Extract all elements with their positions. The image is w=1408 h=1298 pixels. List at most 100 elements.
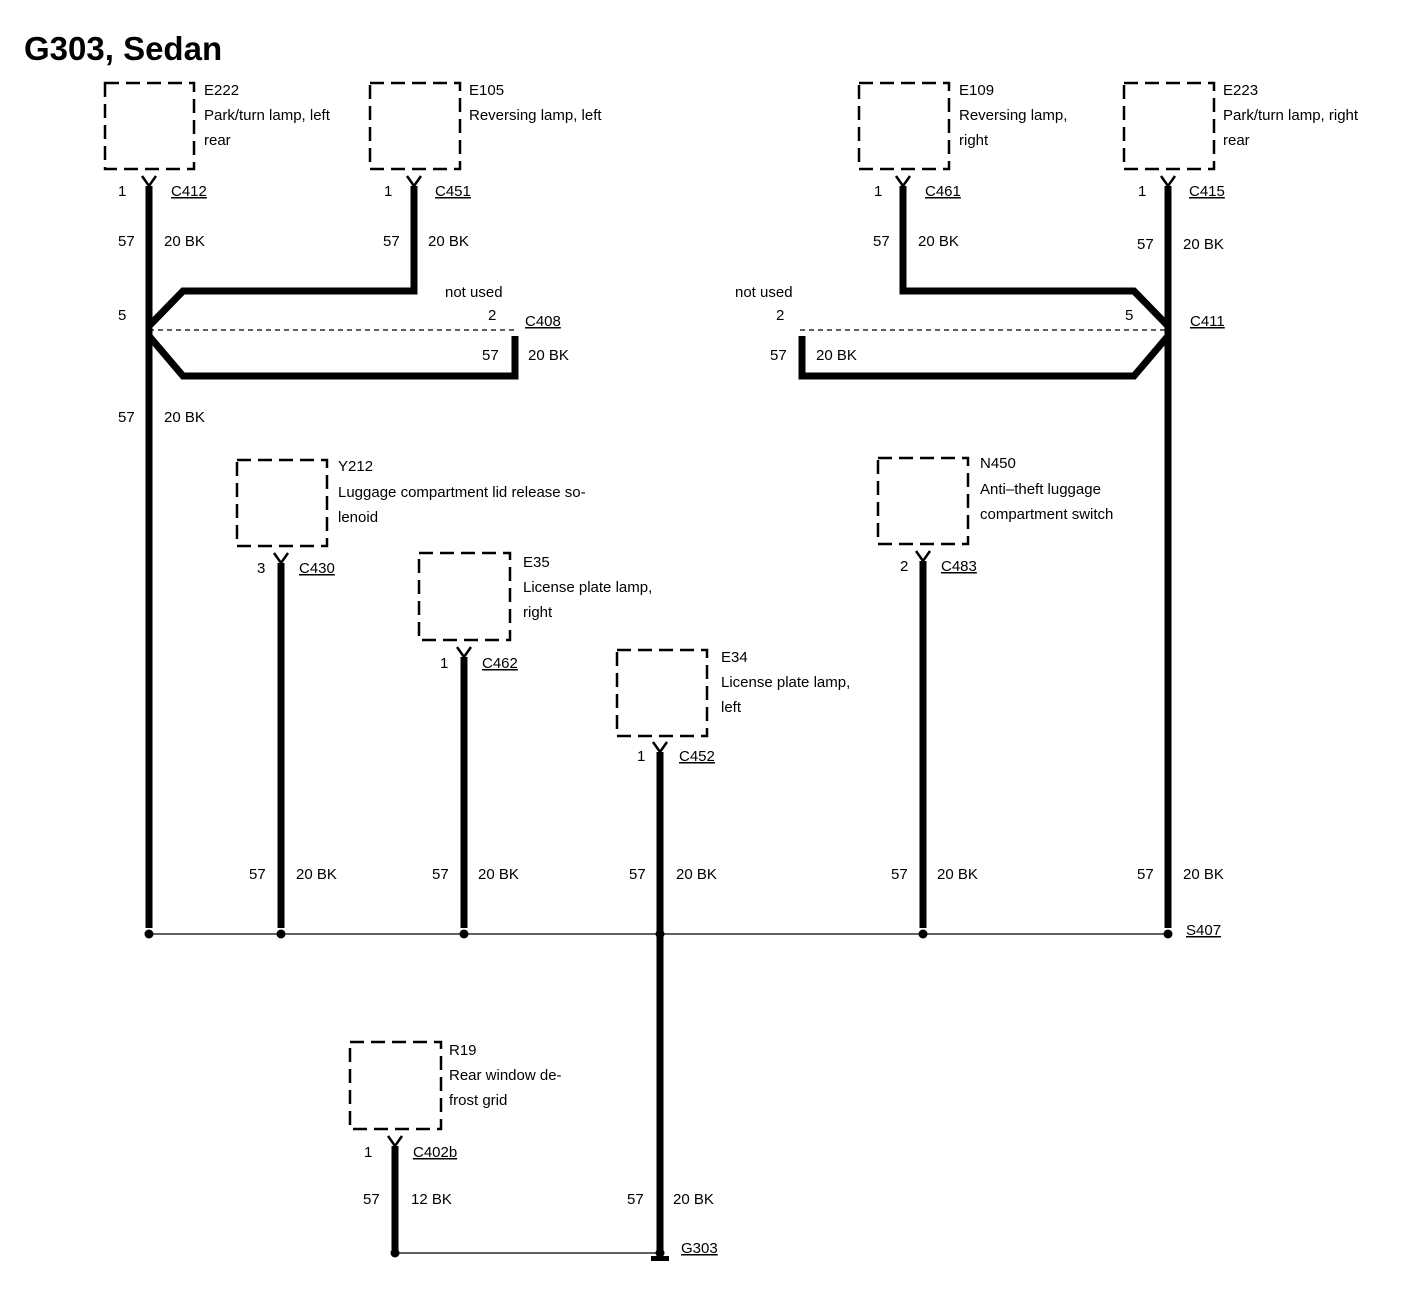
pin-arrow-icon xyxy=(140,175,158,189)
component-label: Park/turn lamp, right xyxy=(1223,107,1359,124)
circuit-number: 57 xyxy=(891,866,908,883)
splice-dot xyxy=(144,929,154,939)
component-label: Park/turn lamp, left xyxy=(204,107,331,124)
wire-e105 xyxy=(146,186,418,329)
wire-c411-pin2 xyxy=(798,333,1171,380)
connector-label: C452 xyxy=(679,748,715,765)
component-label: Rear window de- xyxy=(449,1067,562,1084)
component-r19: R19 Rear window de- frost grid xyxy=(348,1040,562,1131)
component-id: Y212 xyxy=(338,458,373,475)
wire-spec: 20 BK xyxy=(528,347,569,364)
wire-spec: 20 BK xyxy=(428,233,469,250)
wire-c408-pin2 xyxy=(146,333,519,380)
component-box xyxy=(103,81,196,171)
pin-number: 3 xyxy=(257,560,265,577)
pin-arrow-icon xyxy=(386,1135,404,1149)
component-id: E34 xyxy=(721,649,748,666)
component-y212: Y212 Luggage compartment lid release so-… xyxy=(235,458,586,548)
component-id: N450 xyxy=(980,455,1016,472)
circuit-number: 57 xyxy=(629,866,646,883)
circuit-number: 57 xyxy=(1137,236,1154,253)
splice-dot xyxy=(655,929,665,939)
component-e34: E34 License plate lamp, left xyxy=(615,648,850,738)
wire-spec: 20 BK xyxy=(164,233,205,250)
component-e105: E105 Reversing lamp, left xyxy=(368,81,602,171)
circuit-number: 57 xyxy=(363,1191,380,1208)
connector-label: C402b xyxy=(413,1144,457,1161)
pin-arrow-icon xyxy=(455,646,473,660)
wire-spec: 20 BK xyxy=(676,866,717,883)
component-box xyxy=(876,456,970,546)
circuit-number: 57 xyxy=(770,347,787,364)
circuit-number: 57 xyxy=(482,347,499,364)
component-label: right xyxy=(523,604,553,621)
pin-arrow-icon xyxy=(1159,175,1177,189)
circuit-number: 57 xyxy=(432,866,449,883)
pin-arrow-icon xyxy=(914,550,932,564)
splice-dot xyxy=(459,929,469,939)
wire-spec: 20 BK xyxy=(1183,236,1224,253)
wire-e109 xyxy=(899,186,1171,329)
component-label: Luggage compartment lid release so- xyxy=(338,484,586,501)
circuit-number: 57 xyxy=(873,233,890,250)
pin-arrow-icon xyxy=(405,175,423,189)
wire-spec: 12 BK xyxy=(411,1191,452,1208)
component-box xyxy=(1122,81,1216,171)
component-e35: E35 License plate lamp, right xyxy=(417,551,652,642)
pin-number: 5 xyxy=(118,307,126,324)
component-label: Reversing lamp, left xyxy=(469,107,602,124)
component-box xyxy=(348,1040,443,1131)
component-box xyxy=(368,81,462,171)
not-used-label: not used xyxy=(445,284,503,301)
wire-spec: 20 BK xyxy=(164,409,205,426)
pin-number: 1 xyxy=(364,1144,372,1161)
wire-spec: 20 BK xyxy=(1183,866,1224,883)
splice-dot xyxy=(918,929,928,939)
pin-number: 1 xyxy=(874,183,882,200)
splice-dot xyxy=(655,1248,665,1258)
splice-dot xyxy=(1163,929,1173,939)
wire-spec: 20 BK xyxy=(918,233,959,250)
pin-number: 1 xyxy=(384,183,392,200)
splice-dot xyxy=(390,1248,400,1258)
connector-label: C483 xyxy=(941,558,977,575)
splice-label: S407 xyxy=(1186,922,1221,939)
circuit-number: 57 xyxy=(118,409,135,426)
wire-spec: 20 BK xyxy=(937,866,978,883)
pin-number: 2 xyxy=(488,307,496,324)
pin-number: 1 xyxy=(440,655,448,672)
component-label: rear xyxy=(204,132,231,149)
component-label: rear xyxy=(1223,132,1250,149)
pin-number: 1 xyxy=(118,183,126,200)
ground-label: G303 xyxy=(681,1240,718,1257)
component-label: frost grid xyxy=(449,1092,507,1109)
connector-label: C411 xyxy=(1190,313,1225,330)
pin-arrow-icon xyxy=(272,552,290,566)
pin-number: 5 xyxy=(1125,307,1133,324)
pin-number: 2 xyxy=(776,307,784,324)
component-label: License plate lamp, xyxy=(523,579,652,596)
component-n450: N450 Anti–theft luggage compartment swit… xyxy=(876,455,1113,546)
circuit-number: 57 xyxy=(383,233,400,250)
component-box xyxy=(615,648,709,738)
component-id: E109 xyxy=(959,82,994,99)
pin-number: 2 xyxy=(900,558,908,575)
not-used-label: not used xyxy=(735,284,793,301)
component-box xyxy=(857,81,951,171)
circuit-number: 57 xyxy=(249,866,266,883)
component-e222: E222 Park/turn lamp, left rear xyxy=(103,81,331,171)
circuit-number: 57 xyxy=(118,233,135,250)
component-e109: E109 Reversing lamp, right xyxy=(857,81,1067,171)
component-label: compartment switch xyxy=(980,506,1113,523)
component-label: Anti–theft luggage xyxy=(980,481,1101,498)
wire-spec: 20 BK xyxy=(478,866,519,883)
component-id: E105 xyxy=(469,82,504,99)
connector-label: C462 xyxy=(482,655,518,672)
wire-spec: 20 BK xyxy=(673,1191,714,1208)
component-id: E35 xyxy=(523,554,550,571)
component-label: Reversing lamp, xyxy=(959,107,1067,124)
pin-number: 1 xyxy=(637,748,645,765)
connector-label: C451 xyxy=(435,183,471,200)
connector-label: C412 xyxy=(171,183,207,200)
